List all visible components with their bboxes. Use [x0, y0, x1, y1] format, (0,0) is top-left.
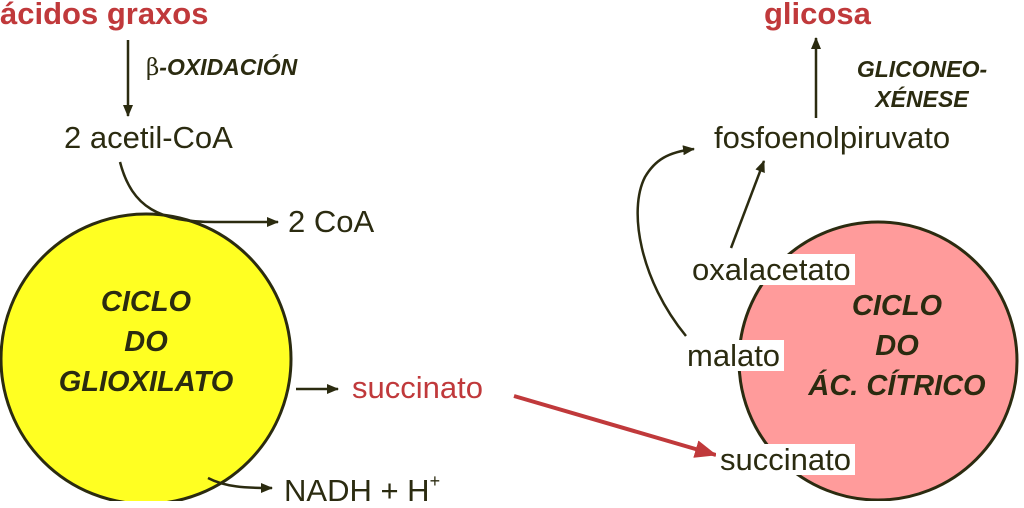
- citric-line-2: DO: [875, 330, 919, 362]
- acetyl-coa-label: 2 acetil-CoA: [64, 120, 233, 155]
- glyoxylate-line-3: GLIOXILATO: [58, 366, 234, 398]
- succinate-transfer-arrow: [513, 394, 717, 458]
- nadh-text: NADH + H: [284, 473, 430, 508]
- glyoxylate-line-1: CICLO: [100, 286, 192, 318]
- nadh-output-arrow: [207, 476, 273, 493]
- malate-to-pep-arrow: [636, 145, 695, 337]
- oxaloacetate-to-pep-arrow: [729, 160, 766, 249]
- gluconeogenesis-line-1: GLICONEO-: [856, 56, 988, 82]
- gluconeogenesis-line-2: XÉNESE: [875, 86, 969, 112]
- succinate-input-label: succinato: [716, 444, 855, 475]
- beta-oxidation-label: β-OXIDACIÓN: [146, 56, 297, 80]
- glyoxylate-cycle-circle: [0, 212, 293, 501]
- gluconeogenesis-label: GLICONEO- XÉNESE: [836, 54, 1008, 114]
- glyoxylate-line-2: DO: [124, 326, 168, 358]
- nadh-superscript: +: [429, 471, 441, 491]
- citric-line-1: CICLO: [851, 290, 943, 322]
- succinate-output-label: succinato: [352, 370, 483, 405]
- glyoxylate-cycle-label: CICLO DO GLIOXILATO: [12, 282, 280, 402]
- fatty-acids-label: ácidos graxos: [0, 0, 209, 31]
- malate-label: malato: [683, 340, 785, 371]
- coa-label: 2 CoA: [288, 204, 375, 239]
- pep-label: fosfoenolpiruvato: [714, 120, 951, 155]
- beta-oxidation-text: -OXIDACIÓN: [159, 54, 298, 80]
- glucose-label: glicosa: [764, 0, 871, 31]
- oxaloacetate-label: oxalacetato: [688, 254, 855, 285]
- beta-symbol: β: [146, 55, 160, 81]
- coa-release-arrow: [118, 161, 279, 227]
- citric-cycle-label: CICLO DO ÁC. CÍTRICO: [792, 286, 1002, 406]
- citric-line-3: ÁC. CÍTRICO: [808, 370, 986, 402]
